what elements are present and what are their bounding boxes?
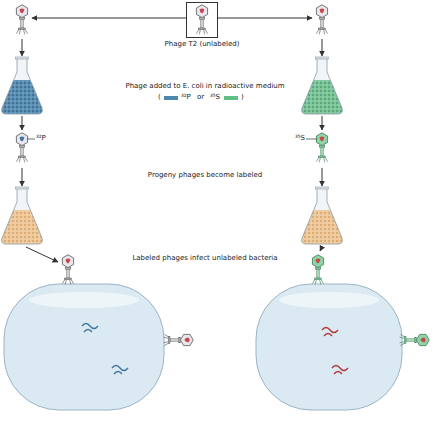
bracket: ( — [158, 94, 161, 101]
infecting-phage — [312, 255, 323, 285]
infecting-phage — [400, 334, 430, 345]
flask — [2, 188, 43, 244]
flow-arrow — [26, 247, 58, 262]
flask — [2, 188, 43, 244]
legend-swatch — [164, 96, 178, 100]
flow-arrow — [322, 168, 323, 186]
isotope-tag: ³⁵S — [295, 135, 305, 142]
isotope-tag: ³²P — [36, 135, 46, 142]
flask — [302, 188, 343, 244]
phage-icon — [16, 5, 27, 35]
infecting-phage — [62, 255, 73, 285]
phage-icon — [16, 5, 327, 35]
bacterium — [4, 284, 402, 410]
leader-line — [27, 139, 35, 140]
flask — [302, 187, 343, 244]
flask — [2, 187, 43, 244]
flow-arrow — [22, 168, 23, 186]
dna-strand — [112, 366, 128, 375]
labeled-phage — [16, 133, 27, 163]
node-label: Phage T2 (unlabeled) — [165, 40, 240, 48]
bracket: ) — [241, 94, 244, 101]
bacterium — [279, 292, 379, 308]
labeled-phage — [316, 133, 327, 163]
step-caption: Labeled phages infect unlabeled bacteria — [132, 255, 277, 262]
flow-arrow — [322, 39, 323, 56]
phage-icon — [316, 5, 327, 35]
infecting-phage — [164, 334, 194, 345]
flask — [302, 80, 343, 114]
flow-arrow — [218, 18, 312, 19]
dna-strand — [82, 324, 348, 375]
dna-strand — [322, 328, 338, 337]
infecting-phage — [164, 334, 194, 345]
legend-swatch — [224, 96, 238, 100]
flow-arrow — [320, 247, 322, 251]
flask — [2, 58, 43, 114]
infecting-phage — [62, 255, 429, 346]
flow-arrow — [32, 18, 186, 19]
flow-arrow — [22, 18, 322, 262]
flask — [302, 58, 343, 114]
flask — [2, 210, 43, 244]
flask — [16, 57, 29, 59]
infecting-phage — [400, 334, 430, 345]
flask — [302, 210, 343, 244]
flask — [302, 188, 343, 244]
flask — [16, 187, 29, 189]
flask — [2, 57, 43, 114]
flow-arrow — [322, 116, 323, 130]
flask — [2, 58, 43, 114]
dna-strand — [82, 324, 98, 333]
phage-icon — [196, 5, 207, 35]
flask — [302, 58, 343, 114]
flow-arrow — [22, 39, 23, 56]
legend-text: ³⁵S — [210, 94, 220, 101]
flask — [316, 187, 329, 189]
labeled-phage — [16, 133, 327, 163]
step-caption: Phage added to E. coli in radioactive me… — [125, 83, 284, 90]
conjunction: or — [197, 94, 204, 101]
flask — [316, 57, 329, 59]
dna-strand — [332, 366, 348, 375]
bacterium — [29, 292, 139, 308]
phage-box: Phage T2 (unlabeled) — [186, 2, 218, 38]
bacterium — [4, 284, 164, 410]
step-caption: Progeny phages become labeled — [148, 172, 262, 179]
legend-text: ³²P — [181, 94, 191, 101]
flask — [302, 57, 343, 114]
bacterium — [256, 284, 402, 410]
flask — [2, 80, 43, 114]
leader-line — [27, 139, 317, 140]
leader-line — [306, 139, 317, 140]
flow-arrow — [22, 116, 23, 130]
